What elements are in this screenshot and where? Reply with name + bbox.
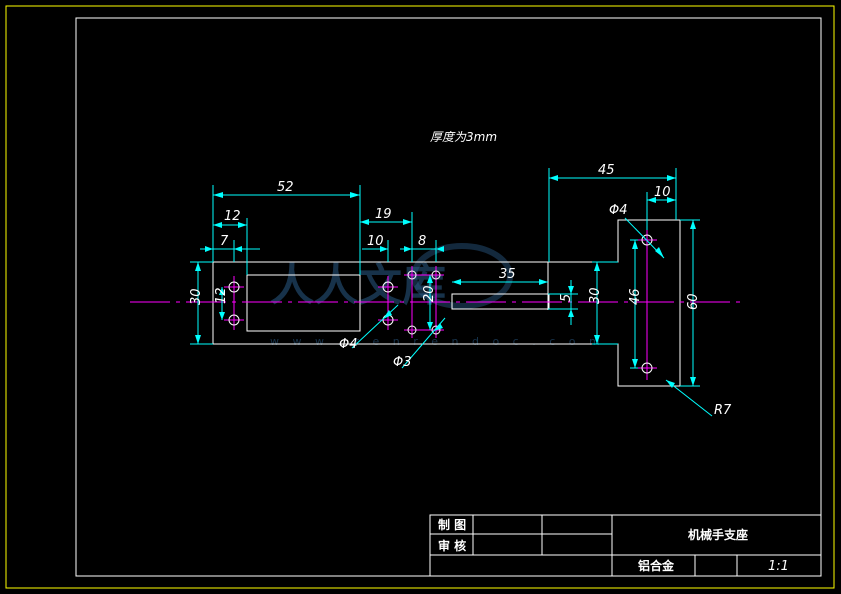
watermark-url: w w w . r e n r e n d o c . c o m bbox=[270, 335, 605, 348]
dim-10b: 10 bbox=[654, 185, 671, 200]
dim-7: 7 bbox=[220, 234, 229, 249]
inner-frame bbox=[75, 17, 822, 577]
dim-30-left: 30 bbox=[189, 288, 204, 305]
hole-phi4-6 bbox=[641, 362, 653, 374]
hole-phi3-3 bbox=[407, 325, 417, 335]
hole-phi3-1 bbox=[407, 270, 417, 280]
hole-phi3-4 bbox=[431, 325, 441, 335]
dim-52: 52 bbox=[277, 180, 294, 195]
dim-8: 8 bbox=[418, 234, 426, 249]
title-block-scale: 1:1 bbox=[768, 559, 789, 574]
hole-phi3-2 bbox=[431, 270, 441, 280]
watermark-swoosh bbox=[411, 243, 513, 309]
watermark-text: 人人文库 bbox=[270, 260, 446, 311]
dim-10a: 10 bbox=[367, 234, 384, 249]
dimension-texts: 52 12 7 19 10 8 30 12 20 35 5 30 45 10 Φ… bbox=[189, 163, 732, 418]
dim-19: 19 bbox=[375, 207, 392, 222]
hole-phi4-3 bbox=[382, 281, 394, 293]
watermark: 人人文库 w w w . r e n r e n d o c . c o m bbox=[270, 243, 605, 348]
hole-phi4-2 bbox=[228, 314, 240, 326]
dim-46: 46 bbox=[628, 288, 643, 305]
title-block-part-name: 机械手支座 bbox=[688, 527, 748, 542]
dim-phi4-bottom: Φ4 bbox=[339, 337, 358, 352]
dim-phi3: Φ3 bbox=[393, 355, 412, 370]
hole-phi4-5 bbox=[641, 234, 653, 246]
large-cutout bbox=[246, 274, 361, 332]
hole-phi4-1 bbox=[228, 281, 240, 293]
title-block-draw-label: 制 图 bbox=[438, 517, 466, 532]
arrowheads bbox=[195, 175, 696, 388]
dim-20: 20 bbox=[422, 285, 437, 302]
dim-12-vertical: 12 bbox=[214, 287, 229, 304]
title-block-material: 铝合金 bbox=[638, 558, 675, 573]
dim-r7: R7 bbox=[714, 403, 732, 418]
dim-35: 35 bbox=[499, 267, 516, 282]
dim-phi4-top: Φ4 bbox=[609, 203, 628, 218]
thickness-note: 厚度为3mm bbox=[430, 130, 497, 144]
title-block bbox=[429, 514, 822, 577]
title-block-check-label: 审 核 bbox=[438, 538, 466, 553]
dim-12: 12 bbox=[224, 209, 241, 224]
dim-30-right: 30 bbox=[588, 287, 603, 304]
outer-frame bbox=[5, 5, 835, 589]
dim-45: 45 bbox=[598, 163, 615, 178]
dim-5: 5 bbox=[559, 294, 574, 302]
dim-60: 60 bbox=[686, 293, 701, 310]
